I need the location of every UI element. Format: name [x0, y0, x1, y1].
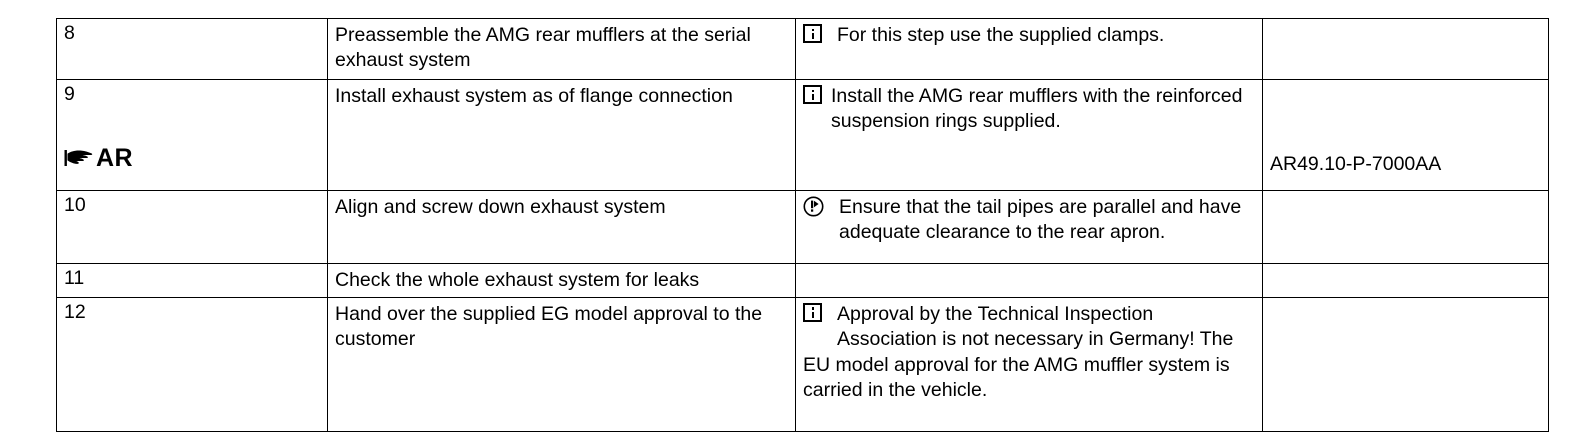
- info-icon: [803, 302, 822, 329]
- operation-cell: Hand over the supplied EG model approval…: [327, 296, 796, 432]
- reference-cell: [1262, 190, 1549, 264]
- step-cell: 11: [56, 263, 328, 298]
- table-row: 10 Align and screw down exhaust system: [56, 190, 1549, 264]
- step-cell: 10: [56, 190, 328, 264]
- info-icon: [803, 24, 822, 50]
- note-text: Ensure that the tail pipes are parallel …: [839, 196, 1242, 244]
- table-row: 11 Check the whole exhaust system for le…: [56, 263, 1549, 298]
- step-number: 12: [64, 300, 86, 323]
- table-row: 8 Preassemble the AMG rear mufflers at t…: [56, 18, 1549, 80]
- reference-cell: [1262, 263, 1549, 298]
- procedure-table: 8 Preassemble the AMG rear mufflers at t…: [56, 18, 1549, 432]
- table-row: 9 AR Install exhaust system as of flange…: [56, 79, 1549, 191]
- reference-cell: [1262, 18, 1549, 80]
- note-cell: [795, 263, 1263, 298]
- note-cell: Ensure that the tail pipes are parallel …: [795, 190, 1263, 264]
- step-number: 9: [64, 83, 75, 105]
- step-cell: 8: [56, 18, 328, 80]
- note-cell: Approval by the Technical Inspection Ass…: [795, 296, 1263, 432]
- attention-icon: [803, 196, 824, 224]
- step-number: 11: [64, 267, 85, 289]
- step-cell: 9 AR: [56, 79, 328, 191]
- reference-cell: [1262, 296, 1549, 432]
- step-number: 10: [64, 194, 86, 216]
- reference-text: AR49.10-P-7000AA: [1270, 153, 1442, 175]
- ar-marker: AR: [64, 142, 321, 174]
- note-text: Approval by the Technical Inspection Ass…: [803, 302, 1234, 401]
- ar-label: AR: [96, 143, 134, 172]
- operation-cell: Check the whole exhaust system for leaks: [327, 263, 796, 298]
- note-text: Install the AMG rear mufflers with the r…: [831, 85, 1243, 133]
- operation-cell: Preassemble the AMG rear mufflers at the…: [327, 18, 796, 80]
- operation-text: Hand over the supplied EG model approval…: [335, 302, 763, 350]
- operation-text: Align and screw down exhaust system: [335, 196, 666, 218]
- step-number: 8: [64, 22, 75, 44]
- operation-cell: Install exhaust system as of flange conn…: [327, 79, 796, 191]
- note-cell: For this step use the supplied clamps.: [795, 18, 1263, 80]
- operation-cell: Align and screw down exhaust system: [327, 190, 796, 264]
- pointing-hand-icon: [64, 146, 94, 170]
- note-text: For this step use the supplied clamps.: [837, 24, 1165, 46]
- step-cell: 12: [56, 296, 328, 432]
- operation-text: Install exhaust system as of flange conn…: [335, 85, 733, 107]
- reference-cell: AR49.10-P-7000AA: [1262, 79, 1549, 191]
- info-icon: [803, 85, 822, 111]
- operation-text: Check the whole exhaust system for leaks: [335, 269, 700, 291]
- note-cell: Install the AMG rear mufflers with the r…: [795, 79, 1263, 191]
- table-row: 12 Hand over the supplied EG model appro…: [56, 296, 1549, 432]
- operation-text: Preassemble the AMG rear mufflers at the…: [335, 24, 751, 71]
